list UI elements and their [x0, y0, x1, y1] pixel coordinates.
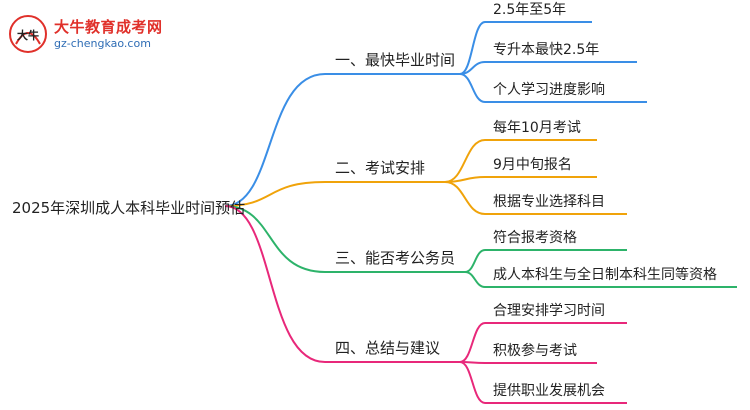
child-topic[interactable]: 每年10月考试 [493, 120, 581, 136]
child-topic[interactable]: 成人本科生与全日制本科生同等资格 [493, 266, 717, 283]
branch-topic[interactable]: 四、总结与建议 [335, 339, 440, 357]
logo-title: 大牛教育成考网 [54, 18, 163, 36]
mindmap-edges [224, 21, 737, 404]
logo-url: gz-chengkao.com [54, 37, 151, 50]
child-topic[interactable]: 积极参与考试 [493, 342, 577, 359]
branch-edge [224, 181, 326, 207]
child-topic[interactable]: 符合报考资格 [493, 230, 577, 246]
mindmap-nodes: 2025年深圳成人本科毕业时间预估 一、最快毕业时间 2.5年至5年专升本最快2.… [12, 2, 717, 399]
site-logo[interactable]: 大牛 大牛教育成考网 gz-chengkao.com [8, 14, 208, 56]
child-edge [459, 361, 486, 404]
child-edge [459, 322, 486, 363]
child-edge [444, 139, 486, 183]
branch-topic[interactable]: 三、能否考公务员 [335, 249, 455, 267]
child-topic[interactable]: 根据专业选择科目 [493, 194, 605, 210]
branch-edge [224, 73, 326, 207]
child-topic[interactable]: 个人学习进度影响 [493, 82, 605, 98]
child-edge [459, 21, 486, 75]
child-topic[interactable]: 合理安排学习时间 [493, 303, 605, 319]
child-topic[interactable]: 9月中旬报名 [493, 157, 572, 173]
child-topic[interactable]: 提供职业发展机会 [493, 383, 605, 399]
child-topic[interactable]: 2.5年至5年 [493, 2, 566, 18]
child-topic[interactable]: 专升本最快2.5年 [493, 42, 599, 58]
root-topic[interactable]: 2025年深圳成人本科毕业时间预估 [12, 199, 245, 217]
child-edge [464, 271, 486, 288]
branch-edge [224, 205, 326, 273]
branch-edge [224, 205, 326, 363]
branch-topic[interactable]: 二、考试安排 [335, 159, 425, 177]
child-edge [464, 249, 486, 273]
logo-badge-icon: 大牛 [9, 15, 47, 53]
child-edge [459, 73, 486, 103]
branch-topic[interactable]: 一、最快毕业时间 [335, 51, 455, 69]
child-edge [444, 181, 486, 215]
logo-mark: 大牛 [17, 28, 39, 42]
